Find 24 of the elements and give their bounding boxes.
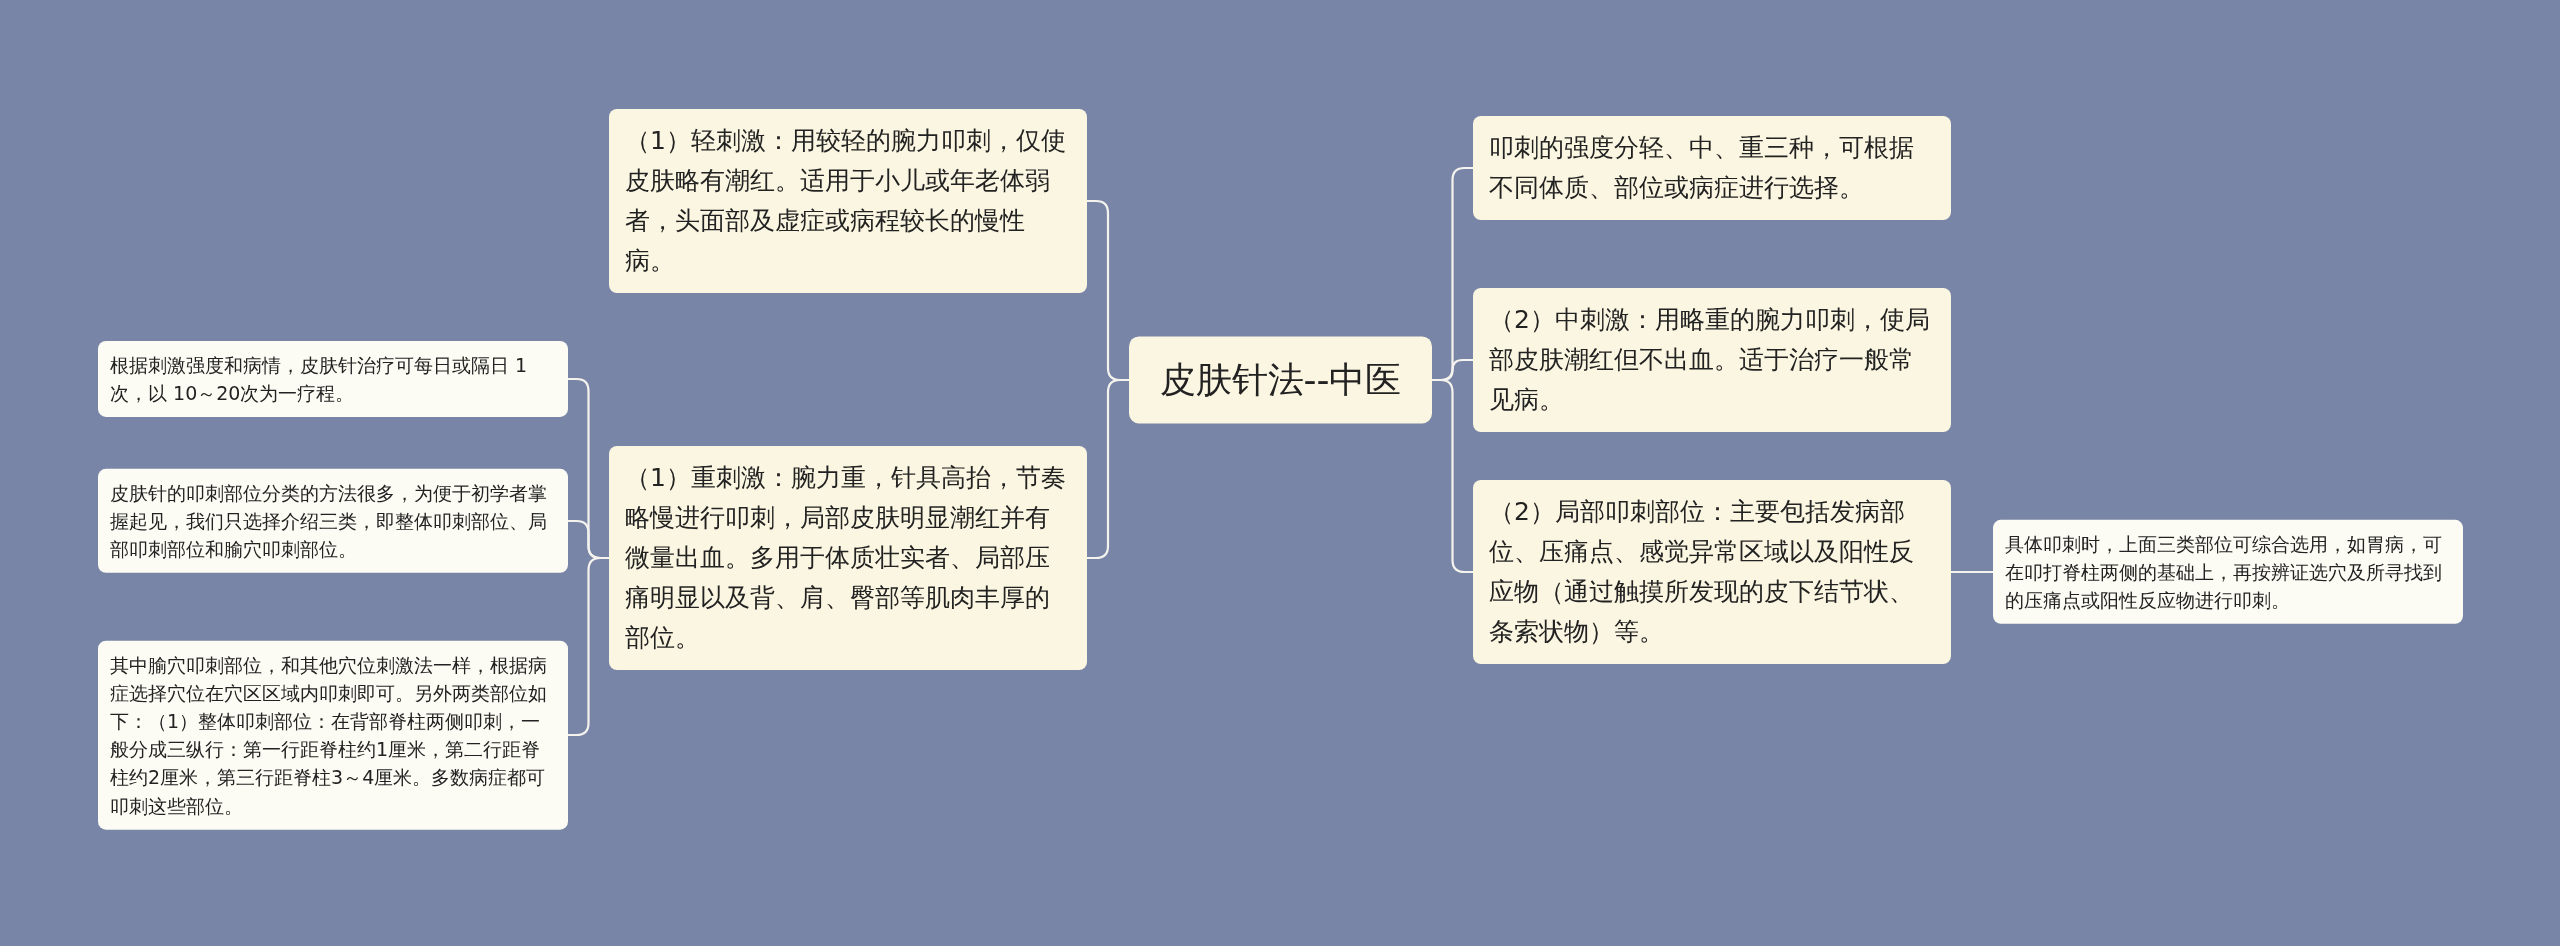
note-box bbox=[98, 640, 568, 830]
node-text: （1）轻刺激：用较轻的腕力叩刺，仅使皮肤略有潮红。适用于小儿或年老体弱者，头面部及虚症或病程较长的慢性病。 bbox=[625, 125, 1067, 277]
node-text: 其中腧穴叩刺部位，和其他穴位刺激法一样，根据病症选择穴位在穴区区域内叩刺即可。另外两类部位如下：（1）整体叩刺部位：在背部脊柱两侧叩刺，一般分成三纵行：第一行距脊柱约1厘米，第二行距脊柱约2厘米，第三行距脊柱3～4厘米。多数病症都可叩刺这些部位。 bbox=[110, 652, 548, 819]
note-box bbox=[1473, 480, 1951, 664]
connector-line bbox=[1951, 570, 1993, 574]
node-text: 根据刺激强度和病情，皮肤针治疗可每日或隔日 1次，以 10～20次为一疗程。 bbox=[110, 352, 529, 406]
note-box bbox=[1473, 116, 1951, 220]
node-text: （2）局部叩刺部位：主要包括发病部位、压痛点、感觉异常区域以及阳性反应物（通过触摸所发现的皮下结节状、条索状物）等。 bbox=[1489, 496, 1915, 648]
note-box bbox=[609, 446, 1087, 670]
note-box bbox=[98, 340, 568, 418]
note-box bbox=[1993, 519, 2463, 625]
node-text: （1）重刺激：腕力重，针具高抬，节奏略慢进行叩刺，局部皮肤明显潮红并有微量出血。多用于体质壮实者、局部压痛明显以及背、肩、臀部等肌肉丰厚的部位。 bbox=[625, 462, 1067, 654]
node-text: 具体叩刺时，上面三类部位可综合选用，如胃病，可在叩打脊柱两侧的基础上，再按辨证选穴及所寻找到的压痛点或阳性反应物进行叩刺。 bbox=[2005, 531, 2443, 614]
node-text: 叩刺的强度分轻、中、重三种，可根据不同体质、部位或病症进行选择。 bbox=[1489, 132, 1915, 204]
note-box bbox=[609, 109, 1087, 293]
node-text: 皮肤针的叩刺部位分类的方法很多，为便于初学者掌握起见，我们只选择介绍三类，即整体叩刺部位、局部叩刺部位和腧穴叩刺部位。 bbox=[110, 480, 548, 563]
topic-box bbox=[1129, 336, 1432, 424]
connector-line bbox=[568, 556, 609, 737]
note-box bbox=[1473, 288, 1951, 432]
connector-line bbox=[1432, 378, 1473, 574]
node-text: （2）中刺激：用略重的腕力叩刺，使局部皮肤潮红但不出血。适于治疗一般常见病。 bbox=[1489, 304, 1931, 416]
note-box bbox=[98, 468, 568, 574]
connector-line bbox=[1087, 378, 1129, 560]
node-text: 皮肤针法--中医 bbox=[1158, 358, 1403, 402]
